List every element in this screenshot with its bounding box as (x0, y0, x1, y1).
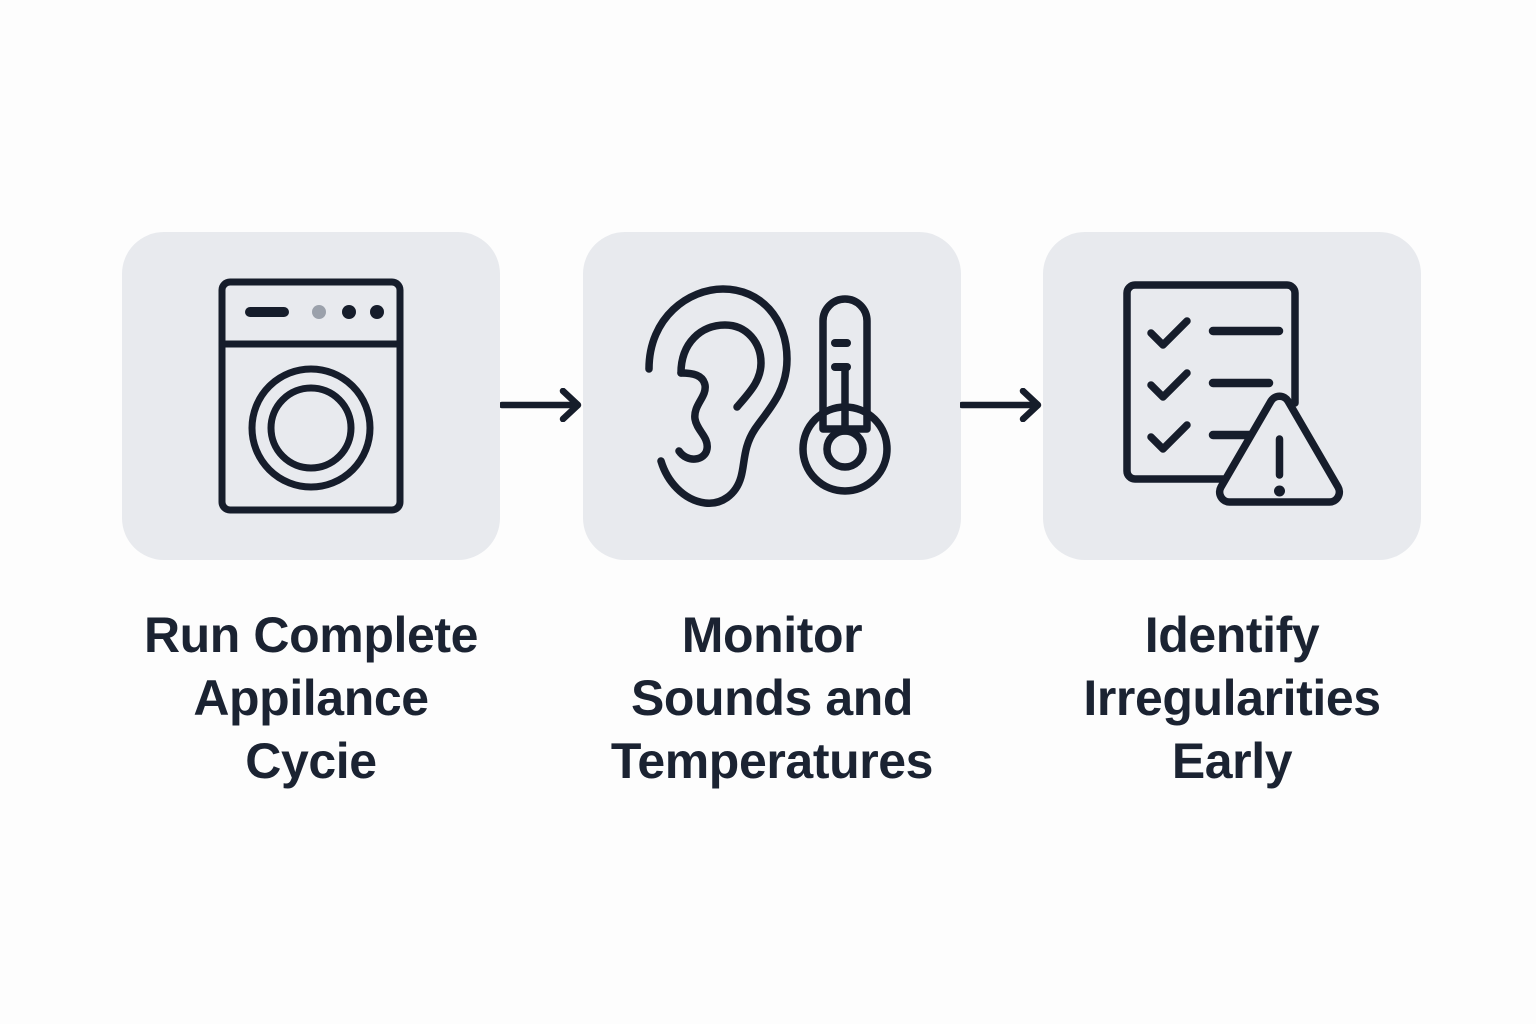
label-line: Early (1171, 733, 1293, 789)
label-line: Sounds and (630, 670, 914, 726)
label-line: Appilance (193, 670, 429, 726)
icon-card-washing-machine (122, 232, 500, 560)
label-line: Cycie (245, 733, 377, 789)
icon-card-checklist-warning (1043, 232, 1421, 560)
flow-step-2-label: Monitor Sounds and Temperatures (583, 604, 961, 793)
flow-step-1-label: Run Complete Appilance Cycie (122, 604, 500, 793)
label-line: Run Complete (143, 607, 479, 663)
label-line: Identify (1144, 607, 1320, 663)
washing-machine-icon (216, 276, 406, 516)
ear-thermometer-icon (637, 281, 907, 511)
label-line: Irregularities (1083, 670, 1381, 726)
flow-step-3: Identify Irregularities Early (1043, 232, 1421, 793)
connector-arrow-2 (960, 388, 1046, 422)
flow-step-2: Monitor Sounds and Temperatures (583, 232, 961, 793)
connector-arrow-1 (500, 388, 586, 422)
icon-card-ear-thermometer (583, 232, 961, 560)
flow-step-1: Run Complete Appilance Cycie (122, 232, 500, 793)
flow-step-3-label: Identify Irregularities Early (1033, 604, 1431, 793)
checklist-warning-icon (1117, 279, 1347, 514)
label-line: Monitor (681, 607, 863, 663)
label-line: Temperatures (610, 733, 934, 789)
